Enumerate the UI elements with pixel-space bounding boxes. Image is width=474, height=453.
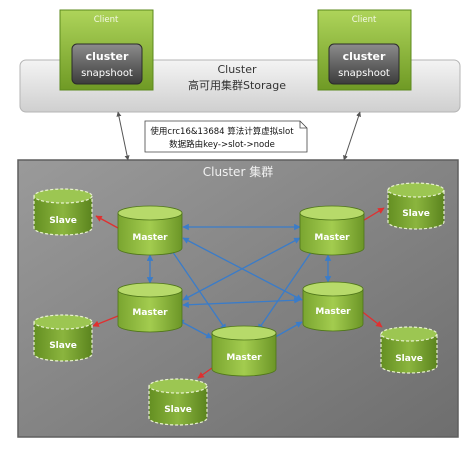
routing-note-line2: 数据路由key->slot->node [169, 139, 275, 150]
storage-title: Cluster [217, 63, 257, 76]
master-links [146, 223, 332, 341]
master-node-mid-right[interactable]: Master [302, 281, 364, 332]
slave-node-bottom[interactable]: Slave [148, 378, 208, 426]
replica-links [92, 207, 385, 379]
client-right-title: cluster [343, 50, 386, 63]
master-node-top-left[interactable]: Master [117, 205, 183, 256]
master-node-top-right[interactable]: Master [299, 205, 365, 256]
master-label: Master [132, 233, 168, 243]
storage-link-right [343, 111, 361, 161]
slave-node-mid-right[interactable]: Slave [380, 326, 438, 374]
master-node-bottom[interactable]: Master [211, 325, 277, 377]
slave-label: Slave [402, 209, 430, 219]
slave-label: Slave [49, 341, 77, 351]
routing-note-line1: 使用crc16&13684 算法计算虚拟slot [150, 126, 294, 137]
cluster-title: Cluster 集群 [203, 164, 273, 179]
storage-subtitle: 高可用集群Storage [188, 78, 286, 92]
slave-label: Slave [395, 354, 423, 364]
master-label: Master [314, 233, 350, 243]
client-left[interactable]: Client cluster snapshoot [59, 9, 154, 91]
slave-label: Slave [164, 405, 192, 415]
master-label: Master [315, 307, 351, 317]
client-left-sub: snapshoot [81, 68, 133, 79]
client-left-label: Client [94, 15, 119, 25]
client-right-sub: snapshoot [338, 68, 390, 79]
master-label: Master [226, 353, 262, 363]
slave-node-top-left[interactable]: Slave [33, 188, 93, 236]
client-right-label: Client [352, 15, 377, 25]
storage-link-left [116, 111, 130, 161]
master-node-mid-left[interactable]: Master [117, 282, 183, 333]
client-right[interactable]: Client cluster snapshoot [317, 9, 412, 91]
master-label: Master [132, 308, 168, 318]
routing-note: 使用crc16&13684 算法计算虚拟slot 数据路由key->slot->… [144, 120, 308, 153]
client-left-title: cluster [86, 50, 129, 63]
slave-node-mid-left[interactable]: Slave [33, 314, 93, 362]
slave-label: Slave [49, 216, 77, 226]
slave-node-top-right[interactable]: Slave [387, 182, 445, 230]
